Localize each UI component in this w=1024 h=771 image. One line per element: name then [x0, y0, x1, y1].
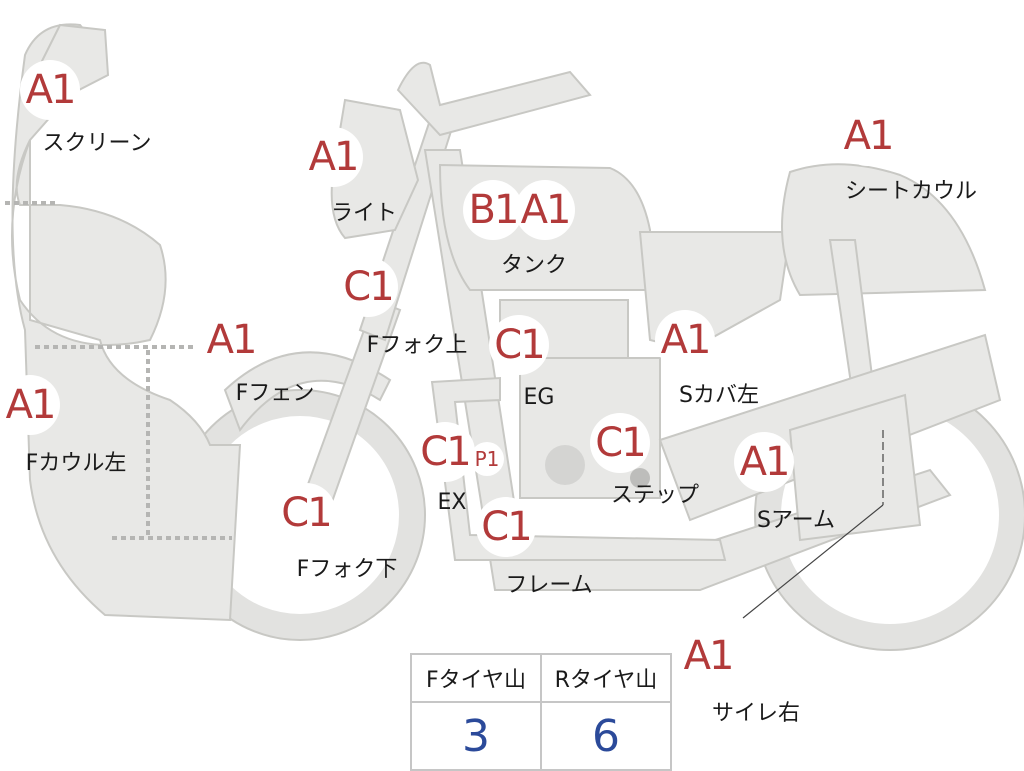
front-tire-value: 3 [410, 701, 542, 771]
grade-badge: A1 [20, 60, 80, 120]
front-tire-header: Fタイヤ山 [410, 653, 542, 703]
tire-table-header-row: Fタイヤ山 Rタイヤ山 [410, 653, 672, 703]
grade-badge: A1 [303, 127, 363, 187]
rear-tire-header: Rタイヤ山 [540, 653, 672, 703]
grade-badge: A1 [655, 310, 715, 370]
part-label: サイレ右 [711, 701, 801, 726]
grade-badge: A1 [515, 180, 575, 240]
part-label: Fフォク上 [366, 333, 468, 358]
grade-badge: P1 [470, 442, 504, 476]
part-label: ライト [330, 201, 398, 226]
tire-tread-table: Fタイヤ山 Rタイヤ山 3 6 [410, 653, 672, 771]
step-peg-1 [630, 468, 650, 488]
grade-badge: C1 [476, 497, 536, 557]
part-label: シートカウル [844, 179, 978, 204]
grade-badge: C1 [590, 413, 650, 473]
grade-badge: C1 [276, 483, 336, 543]
grade-badge: C1 [338, 257, 398, 317]
grade-badge: A1 [734, 432, 794, 492]
leader-line-2 [742, 504, 884, 619]
grade-badge: A1 [201, 310, 261, 370]
part-label: Sアーム [757, 508, 835, 533]
part-label: EG [523, 385, 555, 410]
handlebar-shape [396, 61, 592, 137]
engine-cover [545, 445, 585, 485]
part-label: フレーム [505, 573, 593, 598]
part-label: タンク [500, 253, 568, 278]
part-label: Fカウル左 [25, 451, 127, 476]
part-label: Fフォク下 [296, 557, 398, 582]
grade-badge: A1 [678, 626, 738, 686]
grade-badge: A1 [0, 375, 60, 435]
part-label: Fフェン [235, 381, 315, 406]
part-label: ステップ [610, 483, 700, 508]
part-label: EX [437, 490, 467, 515]
grade-badge: C1 [489, 315, 549, 375]
tire-table-value-row: 3 6 [410, 701, 672, 771]
rear-tire-value: 6 [540, 701, 672, 771]
part-label: Sカバ左 [679, 383, 759, 408]
grade-badge: A1 [838, 106, 898, 166]
front-cowl-shape [11, 23, 242, 622]
grade-badge: B1 [463, 180, 523, 240]
grade-badge: C1 [415, 422, 475, 482]
part-label: スクリーン [42, 131, 152, 156]
exhaust-pipe-shape [430, 376, 727, 561]
silencer-shape [788, 393, 922, 542]
